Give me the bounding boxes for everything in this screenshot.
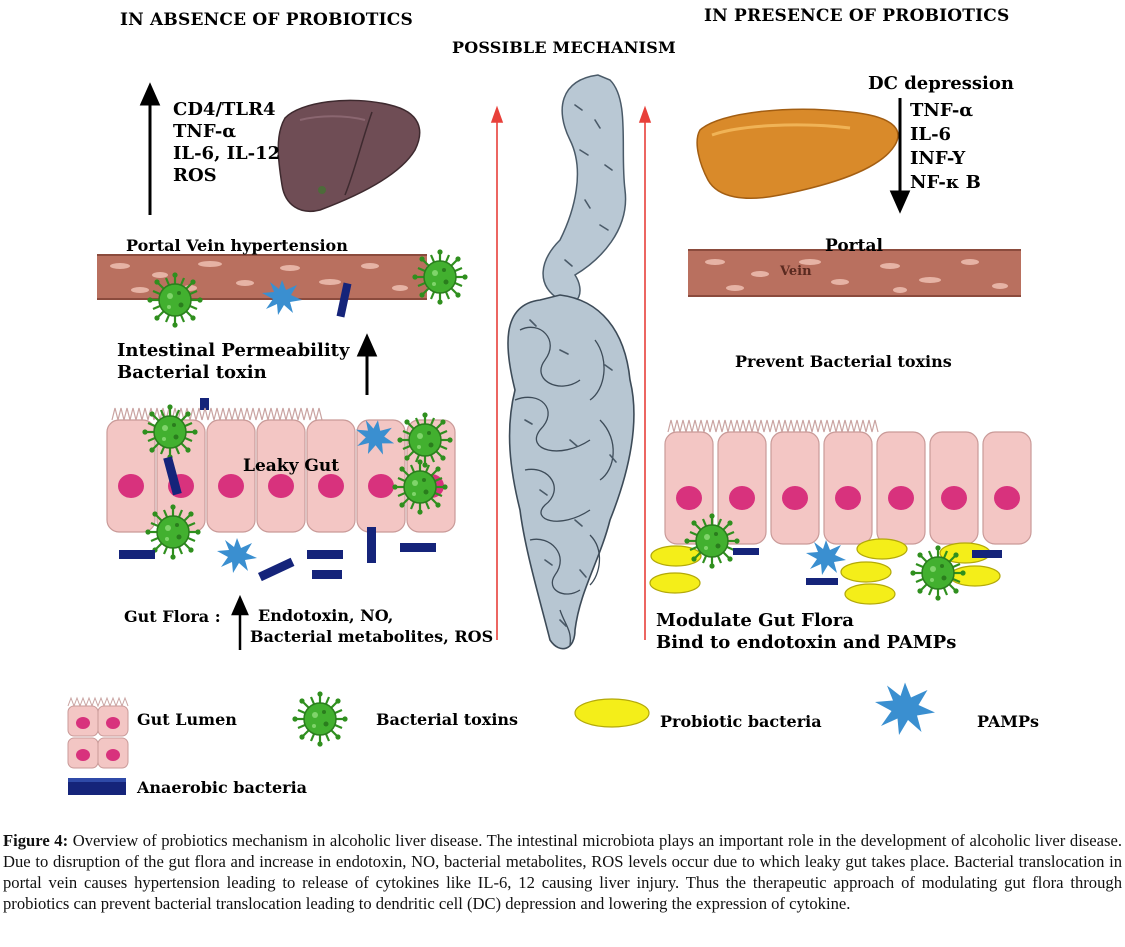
right-cytokine-nfkb: NF-κ B: [910, 172, 981, 193]
bind-endotoxin-label: Bind to endotoxin and PAMPs: [656, 632, 957, 653]
legend-bacterial-toxins-label: Bacterial toxins: [376, 710, 519, 729]
anaerobic-bacteria-left: [119, 456, 436, 582]
portal-vein-right: [688, 249, 1021, 297]
portal-vein-left: [97, 254, 427, 300]
up-arrow-cytokines: [139, 82, 161, 215]
up-arrow-permeability: [356, 333, 378, 395]
anaerobic-bacteria-right: [733, 548, 1002, 585]
portal-vein-hypertension-label: Portal Vein hypertension: [126, 236, 348, 255]
gut-flora-metabolites: Bacterial metabolites, ROS: [250, 627, 494, 646]
cytokine-cd4: CD4/TLR4: [173, 99, 276, 120]
left-cytokines: CD4/TLR4 TNF-α IL-6, IL-12 ROS: [173, 99, 280, 187]
right-cytokine-tnf: TNF-α: [910, 100, 974, 121]
caption-text: Overview of probiotics mechanism in alco…: [3, 831, 1122, 913]
liver-diseased-icon: [277, 99, 421, 212]
modulate-labels: Modulate Gut Flora Bind to endotoxin and…: [656, 610, 956, 654]
permeability-labels: Intestinal Permeability Bacterial toxin: [117, 340, 349, 384]
cytokine-il: IL-6, IL-12: [173, 143, 281, 164]
right-cytokine-inf: INF-Y: [910, 148, 966, 169]
legend-probiotic-icon: [574, 698, 650, 728]
prevent-bacterial-toxins-label: Prevent Bacterial toxins: [735, 352, 952, 371]
leaky-gut-label: Leaky Gut: [243, 456, 340, 476]
legend-gut-lumen-label: Gut Lumen: [137, 710, 237, 729]
modulate-gut-flora-label: Modulate Gut Flora: [656, 610, 854, 631]
up-arrow-gut-flora: [231, 594, 249, 650]
caption-label: Figure 4:: [3, 831, 69, 850]
healthy-gut-cells: [664, 419, 1032, 545]
bacterial-toxin-label: Bacterial toxin: [117, 362, 267, 383]
legend-anaerobic-icon: [68, 778, 126, 795]
legend-toxin-icon: [291, 690, 349, 748]
red-arrow-left: [490, 105, 504, 640]
heading-absence: IN ABSENCE OF PROBIOTICS: [120, 10, 414, 30]
vein-label-right: Vein: [780, 264, 812, 279]
right-cytokine-il6: IL-6: [910, 124, 952, 145]
heading-mechanism: POSSIBLE MECHANISM: [452, 38, 676, 57]
legend-anaerobic-label: Anaerobic bacteria: [137, 778, 308, 797]
gut-flora-label: Gut Flora :: [124, 607, 221, 626]
diagram-graphics: [67, 74, 1032, 795]
heading-presence: IN PRESENCE OF PROBIOTICS: [704, 6, 1010, 26]
anaerobic-bacterium: [336, 282, 352, 318]
dc-depression-label: DC depression: [868, 73, 1014, 94]
legend-pamp-icon: [875, 682, 935, 735]
gut-flora-endotoxin: Endotoxin, NO,: [258, 606, 394, 625]
cytokine-tnf: TNF-α: [173, 121, 237, 142]
legend-gut-lumen-icon: [67, 696, 129, 769]
gut-flora-items: Endotoxin, NO, Bacterial metabolites, RO…: [250, 605, 493, 647]
portal-label-right: Portal: [825, 236, 883, 256]
legend-probiotic-label: Probiotic bacteria: [660, 712, 822, 731]
cytokine-ros: ROS: [173, 165, 217, 186]
leaky-gut-cells: [106, 398, 456, 533]
probiotic-bacteria-right: [649, 538, 1001, 605]
intestinal-permeability-label: Intestinal Permeability: [117, 340, 350, 361]
liver-healthy-icon: [696, 108, 899, 199]
right-cytokines: TNF-α IL-6 INF-Y NF-κ B: [910, 99, 981, 195]
legend-pamps-label: PAMPs: [977, 712, 1040, 731]
red-arrow-right: [638, 105, 652, 640]
intestine-illustration: [507, 74, 635, 650]
down-arrow-cytokines: [889, 98, 911, 214]
figure-caption: Figure 4: Overview of probiotics mechani…: [3, 830, 1122, 914]
